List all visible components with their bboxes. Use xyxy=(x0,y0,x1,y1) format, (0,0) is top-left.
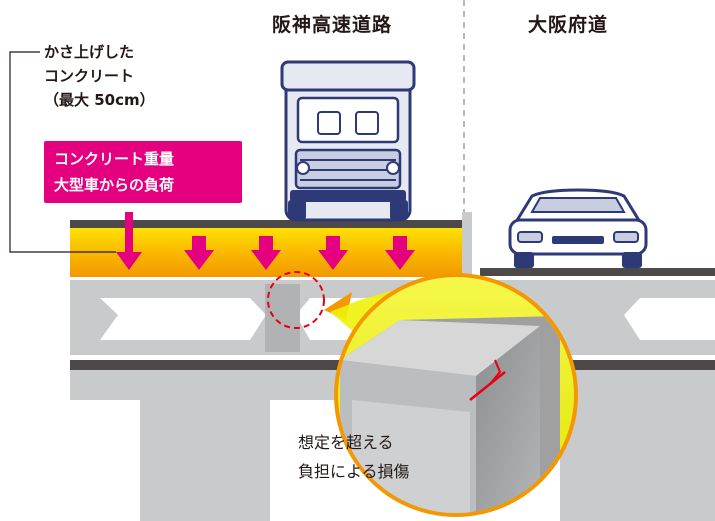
hanshin-deck-surface xyxy=(70,220,464,228)
girder-cell-1 xyxy=(100,298,266,340)
raised-concrete-line2: コンクリート xyxy=(44,67,135,85)
raised-concrete-note: かさ上げした コンクリート （最大 50cm） xyxy=(44,40,155,112)
damage-note: 想定を超える 負担による損傷 xyxy=(298,428,410,486)
load-callout-line2: 大型車からの負荷 xyxy=(54,176,175,194)
damage-spot-marker xyxy=(267,271,325,329)
concrete-leader-line xyxy=(9,51,116,253)
car-icon xyxy=(508,188,648,268)
load-callout-box: コンクリート重量 大型車からの負荷 xyxy=(44,141,242,203)
down-arrow-icon xyxy=(251,236,281,270)
damage-note-line2: 負担による損傷 xyxy=(298,462,410,481)
truck-icon xyxy=(280,60,416,222)
prefectural-deck xyxy=(480,268,715,276)
hanshin-expressway-header: 阪神高速道路 xyxy=(272,14,393,36)
down-arrow-icon xyxy=(184,236,214,270)
down-arrow-icon xyxy=(318,236,348,270)
load-callout-line1: コンクリート重量 xyxy=(54,150,175,168)
load-arrows xyxy=(116,212,415,270)
raised-concrete-line3: （最大 50cm） xyxy=(44,91,155,109)
lower-pier xyxy=(140,400,270,521)
osaka-prefectural-road-header: 大阪府道 xyxy=(528,14,609,36)
raised-concrete-line1: かさ上げした xyxy=(44,43,135,61)
girder-joint xyxy=(265,284,300,352)
damage-note-line1: 想定を超える xyxy=(298,433,394,452)
girder-cell-3 xyxy=(624,298,715,340)
concrete-edge-wall xyxy=(462,212,472,278)
down-arrow-icon xyxy=(385,236,415,270)
down-arrow-icon xyxy=(116,212,142,270)
lower-pier-right xyxy=(560,400,715,521)
damage-zoom-view xyxy=(334,273,578,517)
